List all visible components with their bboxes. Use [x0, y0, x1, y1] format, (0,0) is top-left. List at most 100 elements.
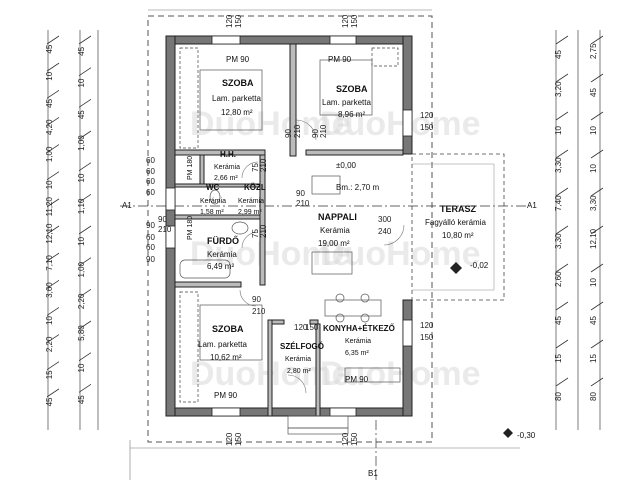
room-floor: Kerámia	[320, 226, 350, 235]
dimension-value: 45	[45, 98, 54, 107]
dimension-value: 10	[589, 126, 598, 135]
dimension-value: 10	[77, 78, 86, 87]
opening-dimension: 210	[252, 307, 266, 316]
room-floor: Kerámia	[214, 164, 240, 171]
dimension-value: 1,00	[77, 261, 86, 277]
terrace	[411, 153, 505, 301]
pm-label: PM 180	[187, 156, 194, 180]
opening-dimension: 120	[294, 323, 308, 332]
room-area: 10,80 m²	[442, 231, 474, 240]
opening-dimension: 120	[420, 111, 434, 120]
dimension-value: 45	[554, 316, 563, 325]
room-area: 6,35 m²	[345, 350, 369, 357]
dimension-value: 45	[589, 316, 598, 325]
opening-dimension: 60	[146, 243, 155, 252]
dimension-value: 15	[45, 370, 54, 379]
watermark: DuoHome	[320, 105, 481, 143]
opening-dimension: 90	[296, 189, 305, 198]
opening-dimension: 120	[341, 432, 350, 446]
opening-dimension: 210	[319, 124, 328, 138]
dimension-value: 10	[554, 126, 563, 135]
opening-dimension: 60	[146, 177, 155, 186]
dimension-value: 10	[45, 316, 54, 325]
dimension-value: 2,20	[77, 293, 86, 309]
opening-dimension: 90	[284, 129, 293, 138]
dimension-value: 45	[77, 395, 86, 404]
door-swing	[295, 119, 317, 141]
opening-dimension: 60	[146, 188, 155, 197]
room-name: SZOBA	[212, 324, 244, 334]
dimension-value: 45	[45, 44, 54, 53]
sofa	[311, 251, 353, 275]
room-name: WC	[206, 183, 220, 192]
bed	[199, 69, 263, 131]
dimension-value: 80	[554, 392, 563, 401]
opening-dimension: 240	[378, 227, 392, 236]
opening-dimension: 150	[420, 123, 434, 132]
bathtub	[179, 259, 231, 279]
opening-dimension: 210	[158, 225, 172, 234]
pm-label: PM 90	[345, 375, 369, 384]
dimension-value: 10	[77, 173, 86, 182]
dimension-value: 4,20	[45, 119, 54, 135]
dimension-value: 10	[589, 278, 598, 287]
opening-dimension: 120	[225, 432, 234, 446]
room-floor: Lam. parketta	[322, 98, 371, 107]
room-floor: Lam. parketta	[212, 94, 261, 103]
opening-dimension: 150	[420, 333, 434, 342]
room-area: 19,00 m²	[318, 239, 350, 248]
room-area: 6,49 m²	[207, 262, 234, 271]
opening-dimension: 90	[146, 255, 155, 264]
dimension-value: 10	[77, 363, 86, 372]
room-area: 2,99 m²	[238, 209, 262, 216]
room-name: SZÉLFOGÓ	[280, 342, 324, 351]
interior-walls	[174, 43, 404, 417]
opening-dimension: 150	[350, 14, 359, 28]
opening-dimension: 60	[146, 156, 155, 165]
opening-dimension: 150	[234, 14, 243, 28]
dimension-value: 80	[589, 392, 598, 401]
opening-dimension: 150	[234, 432, 243, 446]
dimension-value: 3,30	[554, 233, 563, 249]
opening-dimension: 150	[305, 323, 319, 332]
opening-dimension: 150	[350, 432, 359, 446]
dimension-value: 45	[554, 50, 563, 59]
dimension-value: 1,00	[77, 135, 86, 151]
closet	[179, 47, 199, 149]
opening-dimension: 75	[251, 229, 260, 238]
opening-dimension: 75	[251, 163, 260, 172]
dimension-value: 45	[77, 110, 86, 119]
dimension-value: 12,10	[45, 223, 54, 244]
dimension-value: 10	[77, 236, 86, 245]
room-area: 10,62 m²	[210, 353, 242, 362]
dimension-value: 45	[77, 46, 86, 55]
opening-dimension: 210	[259, 158, 268, 172]
room-area: 2,66 m²	[214, 175, 238, 182]
dimension-value: 1,10	[77, 198, 86, 214]
opening-dimension: 210	[259, 224, 268, 238]
pm-label: PM 90	[214, 391, 238, 400]
opening-dimension: 60	[146, 167, 155, 176]
pm-label: PM 90	[328, 55, 352, 64]
opening-dimension: 210	[296, 199, 310, 208]
dimension-value: 7,10	[45, 255, 54, 271]
opening-dimension: 90	[146, 221, 155, 230]
dimension-value: 3,30	[554, 157, 563, 173]
opening-dimension: 90	[158, 215, 167, 224]
section-mark: B1	[368, 469, 378, 478]
dimension-value: 2,60	[554, 271, 563, 287]
opening-dimension: 120	[341, 14, 350, 28]
kitchen-counter	[344, 367, 401, 383]
toilet	[209, 189, 221, 205]
armchair	[311, 175, 341, 195]
room-name: SZOBA	[222, 78, 254, 88]
terrace-level: -0,02	[470, 261, 489, 270]
room-name: FÜRDŐ	[207, 235, 239, 246]
room-floor: Fagyálló kerámia	[425, 218, 486, 227]
dining-table	[324, 299, 382, 317]
entrance-steps	[287, 415, 349, 435]
left-dimension-chain: 4510454,201,001011,2012,107,103,60102,20…	[45, 30, 99, 430]
opening-dimension: 90	[311, 129, 320, 138]
dimension-value: 2,75	[589, 43, 598, 59]
